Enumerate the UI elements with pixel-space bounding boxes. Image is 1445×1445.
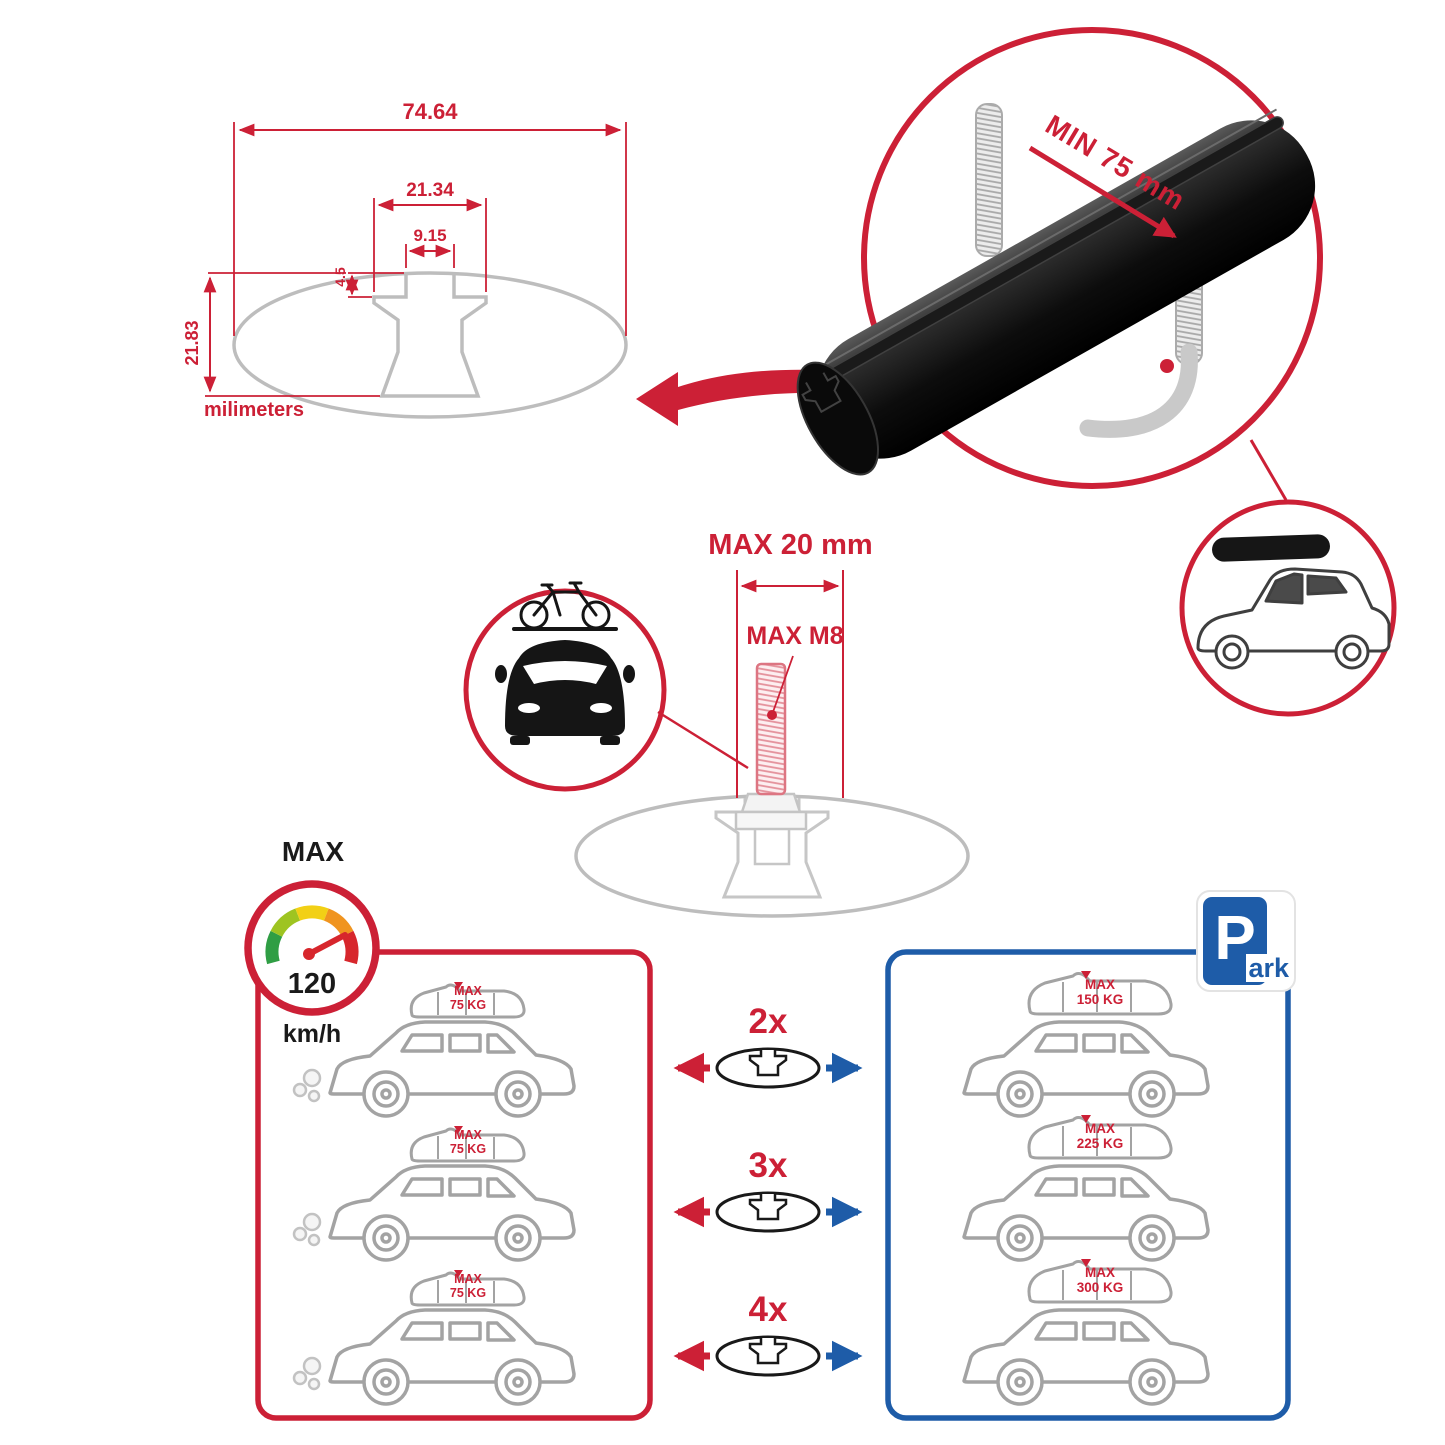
units-label: milimeters <box>204 399 305 421</box>
exhaust-smoke-icon <box>292 1068 322 1391</box>
dim-total-height-label: 21.83 <box>182 320 202 366</box>
t-slot-nut-icon <box>734 810 808 831</box>
bolt-spec-diagram <box>463 570 970 918</box>
clamp-strap-icon <box>1079 343 1198 438</box>
parking-sign: P ark <box>1196 890 1296 992</box>
roof-bar-detail-view <box>796 27 1323 501</box>
roof-bar-render <box>796 108 1316 476</box>
driving-cars <box>292 981 576 1406</box>
bolt-max-length-label: MAX 20 mm <box>708 529 873 561</box>
dim-slot-width-label: 9.15 <box>413 226 447 245</box>
bolt-thread-icon <box>755 662 787 796</box>
crossbar-ellipse-icon <box>715 1047 821 1089</box>
car-with-bike-icon <box>463 581 667 792</box>
speedometer-icon <box>244 880 380 1016</box>
bar-multiplier-column <box>673 1047 863 1377</box>
cross-section-diagram <box>203 122 628 419</box>
dim-step-width-label: 21.34 <box>406 180 454 201</box>
threaded-rod-icon <box>975 103 1003 257</box>
multiplier-label: 2x <box>748 1002 788 1041</box>
multiplier-label: 3x <box>748 1146 788 1185</box>
speed-unit-label: km/h <box>282 1020 342 1048</box>
crossbar-ellipse-icon <box>715 1191 821 1233</box>
multiplier-label: 4x <box>748 1290 788 1329</box>
min-grip-arrow <box>1028 145 1177 239</box>
bolt-max-thread-label: MAX M8 <box>746 622 844 650</box>
crossbar-ellipse-icon <box>715 1335 821 1377</box>
dim-step-depth-label: 4.5 <box>332 267 348 287</box>
speed-max-label: MAX <box>281 836 345 867</box>
suv-with-roofbox-icon <box>1179 499 1397 717</box>
speed-value-label: 120 <box>287 968 337 1000</box>
parking-sign-suffix: ark <box>1246 953 1290 983</box>
bolt-head-icon <box>740 792 802 814</box>
dim-total-width-label: 74.64 <box>402 99 458 124</box>
